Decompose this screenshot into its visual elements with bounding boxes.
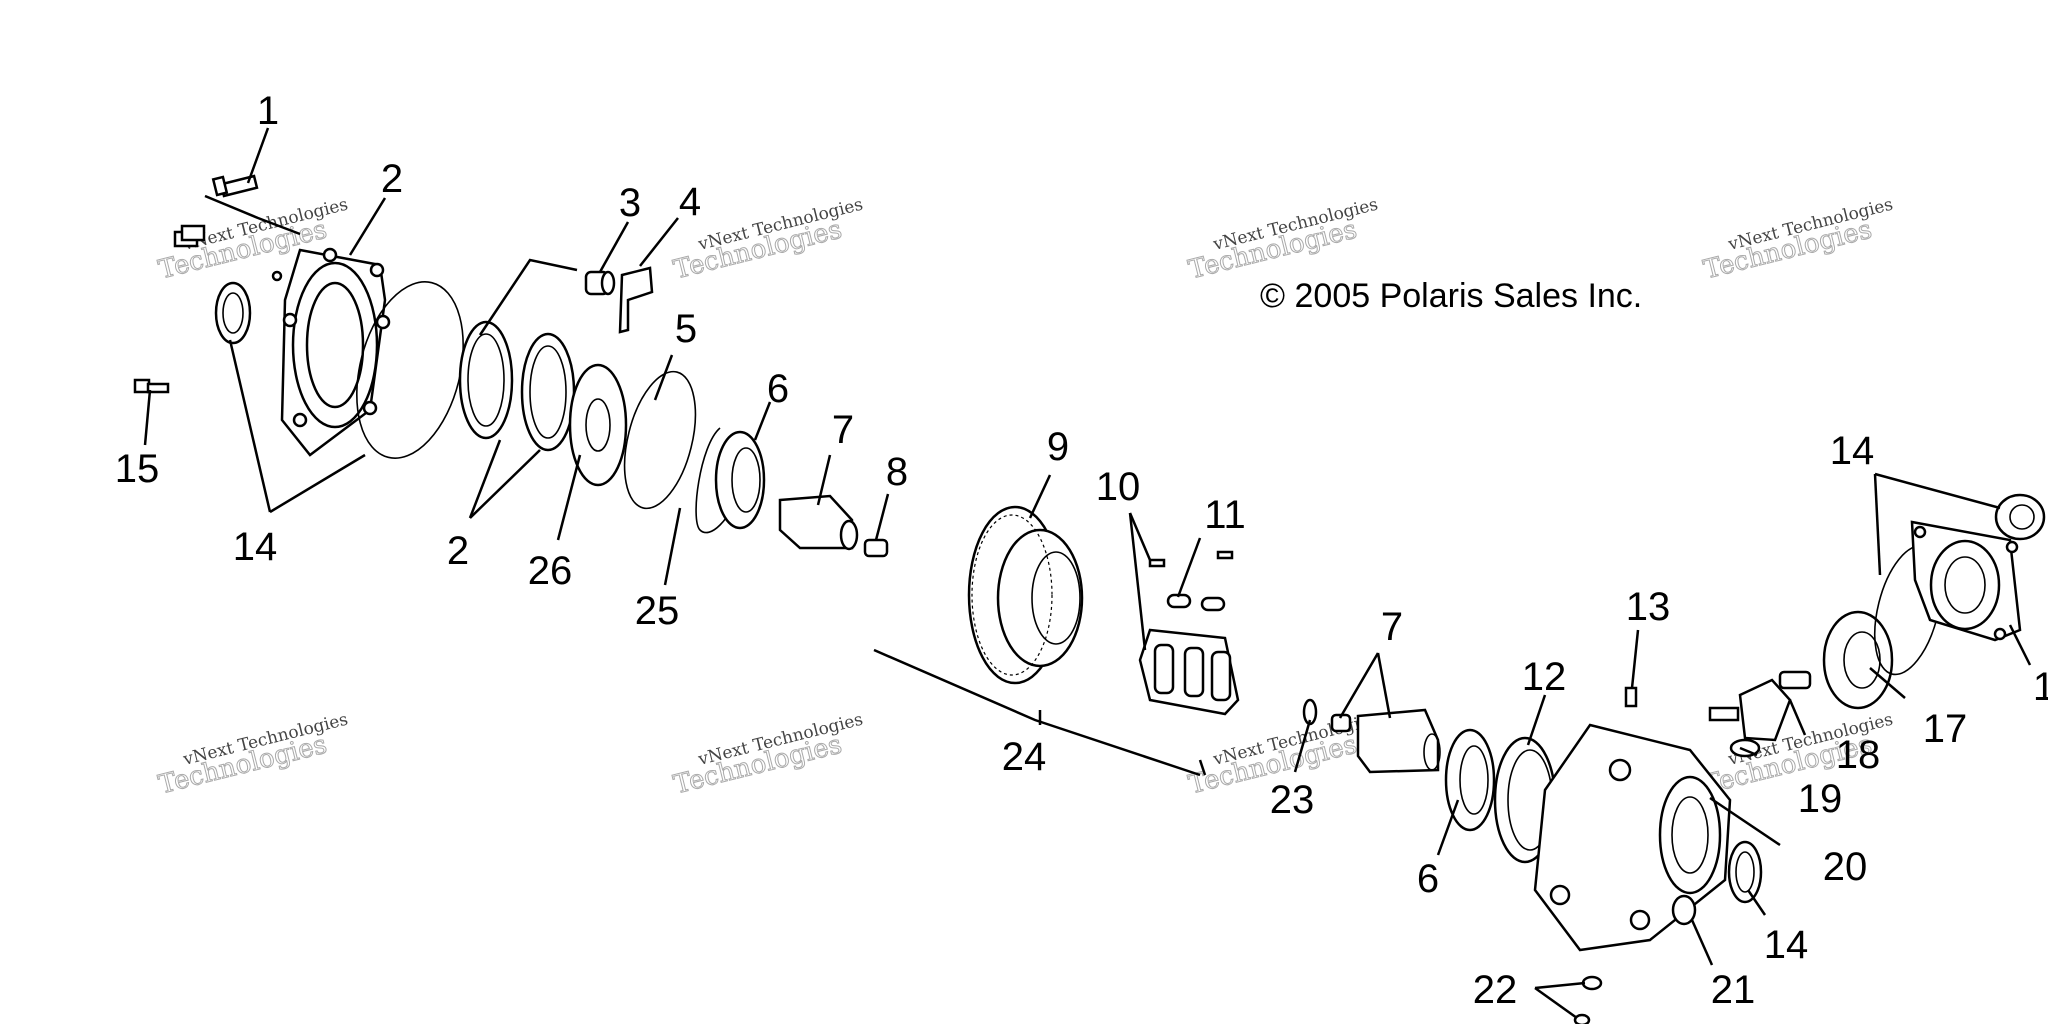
callout-26: 26: [528, 549, 573, 593]
callout-2: 2: [447, 529, 469, 573]
callout-9: 9: [1047, 425, 1069, 469]
callout-18: 18: [1836, 733, 1881, 777]
copyright-notice: © 2005 Polaris Sales Inc.: [1260, 277, 1642, 315]
callout-11: 11: [1204, 493, 1246, 537]
callout-14: 14: [1764, 923, 1809, 967]
callout-14: 14: [233, 525, 278, 569]
callout-6: 6: [1417, 857, 1439, 901]
part-housing-cover: [280, 247, 391, 457]
callout-21: 21: [1711, 968, 1756, 1012]
callout-2: 2: [381, 157, 403, 201]
leader-lines: [143, 127, 2032, 1020]
part-pin: [271, 270, 283, 282]
part-bearing: [1822, 610, 1894, 710]
part-sleeve: [778, 494, 859, 551]
callout-8: 8: [886, 450, 908, 494]
callout-13: 13: [1626, 585, 1671, 629]
part-end-cover: [1910, 520, 2022, 642]
callout-15: 15: [115, 447, 160, 491]
callout-10: 10: [1096, 465, 1141, 509]
part-screw: [1581, 975, 1603, 991]
callout-24: 24: [1002, 735, 1047, 779]
part-bolt: [133, 378, 170, 394]
part-ring-gear: [967, 505, 1084, 685]
callout-25: 25: [635, 589, 680, 633]
callout-23: 23: [1270, 778, 1315, 822]
part-clip: [180, 224, 206, 242]
part-gearcase: [1533, 723, 1732, 952]
part-seal: [214, 281, 252, 345]
part-screw: [1573, 1013, 1591, 1024]
callout-4: 4: [679, 180, 701, 224]
callout-1: 1: [257, 89, 279, 133]
part-pin: [863, 538, 889, 558]
part-bushing: [584, 270, 616, 296]
callouts: 1 2 2 3 4 5 6 6 7 7 8 9 10 11 12 13 14 1…: [115, 89, 2048, 1012]
part-ring: [623, 370, 697, 510]
part-seal: [1994, 493, 2046, 541]
callout-7: 7: [1381, 605, 1403, 649]
callout-12: 12: [1522, 655, 1567, 699]
part-bearing: [1444, 728, 1496, 832]
callout-14: 14: [1830, 429, 1875, 473]
part-plug: [1671, 894, 1697, 926]
callout-6: 6: [767, 367, 789, 411]
part-bracket: [618, 266, 654, 334]
callout-7: 7: [832, 408, 854, 452]
callout-5: 5: [675, 307, 697, 351]
callout-3: 3: [619, 181, 641, 225]
part-roller-cage: [1138, 550, 1240, 716]
callout-19: 19: [1798, 777, 1843, 821]
parts: [133, 174, 2046, 1024]
part-thrust-washer: [568, 363, 628, 487]
callout-22: 22: [1473, 968, 1518, 1012]
part-dowel: [1624, 686, 1638, 708]
part-seal: [1727, 840, 1763, 904]
part-o-ring: [356, 281, 464, 459]
part-bearing-cup: [458, 320, 576, 452]
callout-20: 20: [1823, 845, 1868, 889]
callout-16: 1: [2033, 665, 2048, 709]
part-bearing: [714, 430, 766, 530]
callout-17: 17: [1923, 707, 1968, 751]
